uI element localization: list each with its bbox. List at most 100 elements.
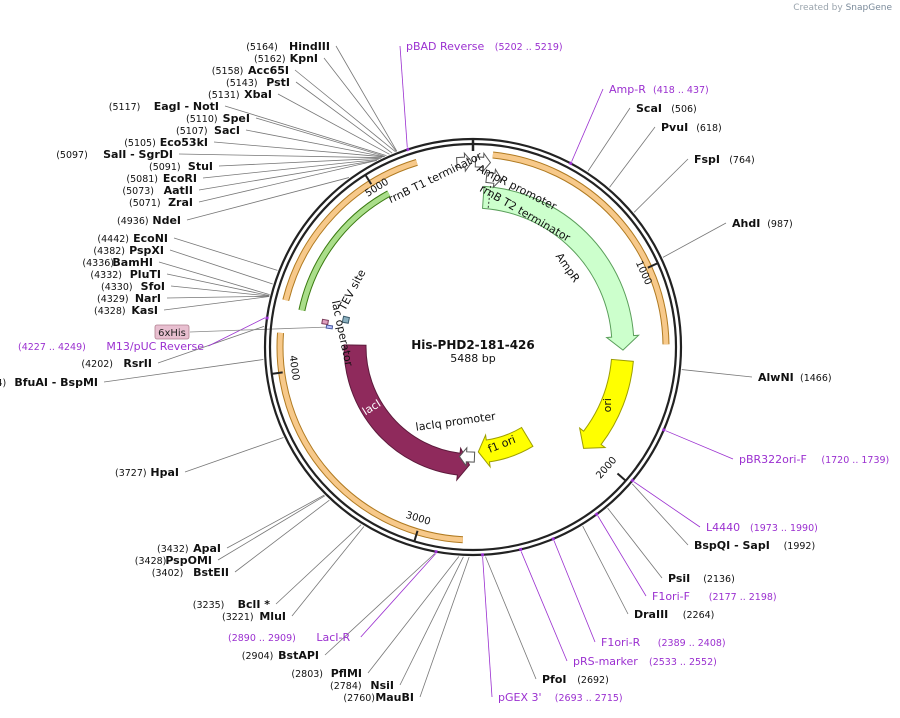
primer-pBR322ori-F[interactable]: pBR322ori-F(1720 .. 1739) <box>661 427 889 466</box>
feature-f1-ori[interactable] <box>477 426 534 469</box>
site-RsrII[interactable]: RsrII(4202) <box>81 357 152 370</box>
site-ZraI[interactable]: ZraI(5071) <box>129 196 193 209</box>
feature-PHD2-insert[interactable] <box>341 315 351 324</box>
feature-6xHis-tag[interactable] <box>325 324 334 330</box>
site-ApaI[interactable]: ApaI(3432) <box>157 542 221 555</box>
site-PflMI[interactable]: PflMI(2803) <box>291 667 362 680</box>
site-SacI[interactable]: SacI(5107) <box>176 124 240 137</box>
site-name: SpeI <box>223 112 250 125</box>
site-position: (4064) <box>0 378 6 389</box>
site-position: (1992) <box>784 541 816 552</box>
site-name: HindIII <box>289 40 330 53</box>
watermark-created-by: Created by <box>793 3 843 13</box>
tev-site-label: TEV site <box>336 267 369 314</box>
site-PluTI[interactable]: PluTI(4332) <box>90 268 161 281</box>
site-BstEII[interactable]: BstEII(3402) <box>152 566 229 579</box>
site-position: (5073) <box>122 186 154 197</box>
feature-AmpR[interactable] <box>482 185 640 351</box>
leader-line <box>294 69 396 153</box>
site-EagI-NotI[interactable]: EagI - NotI(5117) <box>109 100 219 113</box>
site-name: FspI <box>694 153 720 166</box>
primer-Amp-R[interactable]: Amp-R(418 .. 437) <box>568 83 709 166</box>
primer-F1ori-F[interactable]: F1ori-F(2177 .. 2198) <box>594 512 777 603</box>
site-name: NsiI <box>370 679 394 692</box>
rrnb-t1-terminator-arrow[interactable] <box>456 151 473 173</box>
primer-pBAD-Reverse[interactable]: pBAD Reverse(5202 .. 5219) <box>406 40 563 152</box>
watermark-brand: SnapGene <box>845 3 892 13</box>
site-PstI[interactable]: PstI(5143) <box>226 76 290 89</box>
site-StuI[interactable]: StuI(5091) <box>149 160 213 173</box>
site-Eco53kI[interactable]: Eco53kI(5105) <box>124 136 208 149</box>
site-SfoI[interactable]: SfoI(4330) <box>101 280 165 293</box>
plasmid-length: 5488 bp <box>450 352 495 365</box>
site-SalI-SgrDI[interactable]: SalI - SgrDI(5097) <box>56 148 173 161</box>
primer-pRS-marker[interactable]: pRS-marker(2533 .. 2552) <box>518 547 717 668</box>
site-Acc65I[interactable]: Acc65I(5158) <box>212 64 289 77</box>
feature-TEV-site[interactable] <box>321 318 330 326</box>
site-BclI[interactable]: BclI *(3235) <box>193 598 270 611</box>
ampr-promoter-arrow[interactable] <box>485 167 502 189</box>
site-ScaI[interactable]: ScaI (506) <box>636 102 697 115</box>
primer-mark <box>434 549 438 554</box>
site-name: KpnI <box>290 52 318 65</box>
site-EcoNI[interactable]: EcoNI(4442) <box>97 232 168 245</box>
primer-pGEX-3[interactable]: pGEX 3'(2693 .. 2715) <box>481 553 623 704</box>
site-position: (2803) <box>291 669 323 680</box>
site-NsiI[interactable]: NsiI (2784) <box>330 679 394 692</box>
site-FspI[interactable]: FspI(764) <box>694 153 755 166</box>
site-PsiI[interactable]: PsiI(2136) <box>668 572 735 585</box>
site-EcoRI[interactable]: EcoRI(5081) <box>126 172 197 185</box>
site-MluI[interactable]: MluI(3221) <box>222 610 286 623</box>
rrnb-t2-terminator-arrow[interactable] <box>474 151 492 173</box>
site-AatII[interactable]: AatII (5073) <box>122 184 193 197</box>
site-HindIII[interactable]: HindIII (5164) <box>246 40 330 53</box>
primer-range: (2533 .. 2552) <box>649 657 717 668</box>
site-PspOMI[interactable]: PspOMI(3428) <box>135 554 212 567</box>
laciq-promoter-arrow[interactable] <box>458 446 476 468</box>
site-XbaI[interactable]: XbaI(5131) <box>208 88 272 101</box>
site-name: BspQI - SapI <box>694 539 770 552</box>
site-PspXI[interactable]: PspXI(4382) <box>93 244 164 257</box>
site-name: ScaI <box>636 102 662 115</box>
site-name: PfoI <box>542 673 567 686</box>
site-name: Acc65I <box>248 64 289 77</box>
site-AlwNI[interactable]: AlwNI(1466) <box>758 371 832 384</box>
site-AhdI[interactable]: AhdI(987) <box>732 217 793 230</box>
site-NdeI[interactable]: NdeI(4936) <box>117 214 181 227</box>
site-KasI[interactable]: KasI(4328) <box>94 304 158 317</box>
leader-line <box>607 507 663 579</box>
site-BamHI[interactable]: BamHI(4336) <box>82 256 153 269</box>
site-name: NdeI <box>152 214 181 227</box>
primer-F1ori-R[interactable]: F1ori-R(2389 .. 2408) <box>551 536 726 649</box>
site-MauBI[interactable]: MauBI(2760) <box>343 691 414 704</box>
site-BstAPI[interactable]: BstAPI(2904) <box>242 649 319 662</box>
leader-line <box>166 273 270 296</box>
site-position: (5164) <box>246 42 278 53</box>
primer-name: LacI-R <box>316 631 350 644</box>
feature-label-6xhis[interactable]: 6xHis <box>154 324 190 340</box>
site-HpaI[interactable]: HpaI(3727) <box>115 466 179 479</box>
site-position: (2784) <box>330 681 362 692</box>
site-BspQI-SapI[interactable]: BspQI - SapI (1992) <box>694 539 815 552</box>
site-KpnI[interactable]: KpnI(5162) <box>254 52 318 65</box>
primer-LacI-R[interactable]: (2890 .. 2909)LacI-R <box>228 549 438 644</box>
primer-M13-pUC-Reverse[interactable]: (4227 .. 4249)M13/pUC Reverse <box>18 316 269 353</box>
site-name: AatII <box>164 184 193 197</box>
site-DraIII[interactable]: DraIII(2264) <box>634 608 714 621</box>
outer-arc-left-bottom-fill <box>277 332 463 543</box>
site-NarI[interactable]: NarI(4329) <box>97 292 161 305</box>
site-BfuAI-BspMI[interactable]: BfuAI - BspMI(4064) <box>0 376 98 389</box>
feature-ori[interactable] <box>578 358 634 449</box>
leader-line <box>681 369 753 378</box>
primer-L4440[interactable]: L4440(1973 .. 1990) <box>630 478 818 534</box>
site-PfoI[interactable]: PfoI(2692) <box>542 673 609 686</box>
leader-line <box>520 551 568 662</box>
feature-lacI[interactable] <box>343 344 471 482</box>
site-SpeI[interactable]: SpeI(5110) <box>186 112 250 125</box>
tick-label: 2000 <box>594 455 619 481</box>
leader-line <box>399 556 464 686</box>
site-position: (506) <box>671 104 697 115</box>
leader-line <box>482 556 493 698</box>
site-PvuI[interactable]: PvuI(618) <box>661 121 722 134</box>
leader-line <box>597 515 647 597</box>
